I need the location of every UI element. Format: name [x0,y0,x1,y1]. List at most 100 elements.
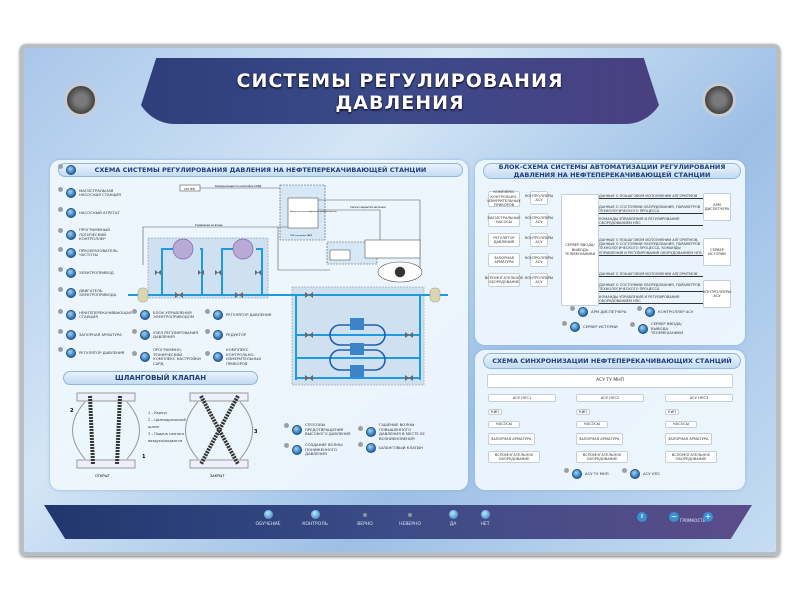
legend-button[interactable]: Комплекс контрольно-измерительных прибор… [205,347,278,366]
arrow-label: Данные о пошаговом исполнении алгоритмов… [599,238,703,256]
button-label: Магистральная насосная станция [79,187,121,197]
legend-button[interactable]: Регулятор давления [205,308,278,320]
indicator-icon [408,513,412,517]
legend-button[interactable]: Электропривод [58,266,129,278]
controller-box: Контроллеры АСУ [525,253,553,267]
pause-button[interactable]: II [637,512,647,522]
indicator-icon [205,350,210,356]
indicator-icon [58,228,63,234]
indicator-icon [358,441,363,447]
control-button-1[interactable]: КОНТРОЛЬ [295,510,335,527]
header-button[interactable] [58,163,76,175]
round-button-icon [638,323,648,334]
title-line-1: СИСТЕМЫ РЕГУЛИРОВАНИЯ [236,70,564,92]
controller-box: Контроллеры АСУ [525,233,553,247]
topic-button[interactable]: Шланговый клапан [358,441,427,453]
sync-title: СХЕМА СИНХРОНИЗАЦИИ НЕФТЕПЕРЕКАЧИВАЮЩИХ … [483,353,741,369]
legend-button[interactable]: Запорная арматура [58,328,129,340]
legend-button[interactable]: Редуктор [205,328,278,340]
round-button-icon [213,330,223,340]
indicator-icon [58,346,63,352]
topic-button[interactable]: Способы предотвращения высокого давления [284,422,353,437]
sync-button[interactable]: АСУ НПС [622,467,673,479]
indicator-icon [564,467,569,473]
legend-button[interactable]: Узел регулирования давления [132,328,205,340]
target-box: Контроллеры АСУ [703,280,731,308]
round-button-icon [66,268,76,278]
block-scheme-panel: БЛОК-СХЕМА СИСТЕМЫ АВТОМАТИЗАЦИИ РЕГУЛИР… [475,160,745,345]
inlet-pressure-label: Р давления на входе [195,223,223,227]
volume-down-button[interactable]: − [669,512,679,522]
round-button-icon [292,424,302,435]
round-button-icon [448,510,458,519]
aux-box: ВСПОМОГАТЕЛЬНОЕ ОБОРУДОВАНИЕ [488,451,540,463]
button-label: Программный логический контроллер [79,227,110,241]
indicator-icon [637,305,642,311]
round-button-icon [366,443,376,453]
legend-item: 2 – Цилиндрический шланг [148,418,186,429]
round-button-icon [366,427,376,437]
pumps-box: НАСОСЫ [488,421,520,428]
round-button-icon [263,510,273,519]
station-box: АСУ НПС1 [488,394,556,402]
hose-valve-legend: 1 – Корпус 2 – Цилиндрический шланг 3 – … [148,410,193,445]
hose-valve-title: ШЛАНГОВЫЙ КЛАПАН [63,371,258,385]
round-button-icon [572,469,582,479]
topic-button[interactable]: Создание волны пониженного давления [284,442,353,457]
sard-label: ПТК настройки САРД [290,234,312,237]
legend-button[interactable]: Программный логический контроллер [58,227,129,242]
button-label: Сервер ввода/вывода телемеханики [651,321,684,335]
legend-button[interactable]: Блок управления электроприводом [132,308,205,320]
sync-panel: СХЕМА СИНХРОНИЗАЦИИ НЕФТЕПЕРЕКАЧИВАЮЩИХ … [475,350,745,490]
button-label: АРМ диспетчера [591,308,627,314]
round-button-icon [630,469,640,479]
control-label: ДА [449,522,457,527]
topic-button[interactable]: Гашение волны повышенного давления в мес… [358,422,427,441]
button-label: Шланговый клапан [379,444,424,450]
legend-button[interactable]: Программно-технический комплекс настройк… [132,347,205,366]
legend-button[interactable]: Нефтеперекачивающая станция [58,308,132,320]
arrow-label: Данные о состоянии оборудования, парамет… [599,283,703,293]
volume-up-button[interactable]: + [703,512,713,522]
control-button-2[interactable]: ВЕРНО [345,510,385,527]
aux-box: ВСПОМОГАТЕЛЬНОЕ ОБОРУДОВАНИЕ [576,451,628,463]
legend-button[interactable]: Магистральная насосная станция [58,186,129,198]
button-label: Контроллер АСУ [658,308,694,314]
pumps-box: НАСОСЫ [576,421,608,428]
closed-label: ЗАКРЫТ [210,474,225,478]
control-button-3[interactable]: НЕВЕРНО [390,510,430,527]
indicator-icon [630,322,635,328]
block-button[interactable]: Контроллер АСУ [637,305,698,317]
indicator-icon [358,425,363,431]
indicator-icon [132,328,137,334]
control-button-5[interactable]: НЕТ [465,510,505,527]
round-button-icon [570,322,580,332]
legend-button[interactable]: Насосный агрегат [58,206,129,218]
target-box: АРМ диспетчера [703,193,731,221]
sync-button[interactable]: АСУ ТУ МНП [564,467,615,479]
block-button[interactable]: Сервер ввода/вывода телемеханики [630,321,691,336]
block-scheme-title: БЛОК-СХЕМА СИСТЕМЫ АВТОМАТИЗАЦИИ РЕГУЛИР… [483,163,741,179]
round-button-icon [66,348,76,358]
left-speaker-icon [64,83,98,117]
control-button-0[interactable]: ОБУЧЕНИЕ [248,510,288,527]
source-box: Вспомогательное оборудование [485,273,523,287]
round-button-icon [292,444,302,455]
source-box: Запорная арматура [488,253,520,267]
volume-label: ГРОМКОСТЬ [680,518,706,523]
arrow-label: Команды управления и регулирования обору… [599,217,703,227]
station-box: АСУ НПС2 [576,394,644,402]
block-button[interactable]: Сервер истории [562,320,623,332]
block-button[interactable]: АРМ диспетчера [570,305,631,317]
source-box: Магистральные насосы [487,213,521,227]
indicator-icon [58,266,63,272]
legend-item: 3 – Подача сжатого воздуха/жидкости [148,432,185,443]
control-button-4[interactable]: ДА [433,510,473,527]
legend-button[interactable]: Преобразователь частоты [58,246,129,258]
target-box: Сервер истории [703,238,731,266]
kip-box: КИП [576,409,590,415]
legend-button[interactable]: Регулятор давления [58,346,129,358]
round-button-icon [140,330,150,340]
legend-button[interactable]: Двигатель электропривода [58,286,129,298]
